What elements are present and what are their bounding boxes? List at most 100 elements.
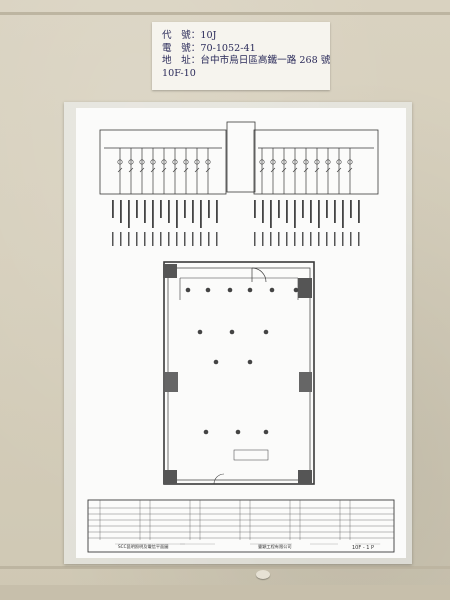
switch-symbol (172, 167, 178, 173)
branch-label-mark (192, 232, 194, 246)
address-row: 地 址：台中市烏日區高鐵一路 268 號 (162, 55, 330, 68)
switch-symbol (194, 167, 200, 173)
column-top-right (298, 278, 312, 298)
entry-door-arc (213, 473, 225, 485)
switch-symbol (336, 167, 342, 173)
switch-symbol (117, 167, 123, 173)
code-label: 代 號： (162, 30, 201, 41)
door-arc (251, 267, 267, 283)
branch-label-mark (136, 232, 138, 246)
branch-label-mark (160, 232, 162, 246)
branch-label-mark (318, 232, 320, 246)
branch-label-mark (160, 200, 162, 218)
breaker-symbol (259, 159, 265, 165)
branch-label-mark (294, 232, 296, 246)
column-mid-right (299, 372, 312, 392)
right-panel-box (253, 129, 379, 195)
switch-symbol (303, 167, 309, 173)
branch-label-mark (128, 200, 130, 228)
branch-label-mark (326, 232, 328, 246)
column-mid-left (165, 372, 178, 392)
branch-label-mark (152, 200, 154, 228)
breaker-symbol (270, 159, 276, 165)
inner-wall (167, 267, 311, 481)
branch-label-mark (168, 200, 170, 223)
branch-label-mark (302, 232, 304, 246)
switch-symbol (259, 167, 265, 173)
code-value: 10J (200, 30, 217, 41)
breaker-symbol (139, 159, 145, 165)
branch-label-mark (310, 232, 312, 246)
phone-value: 70-1052-41 (200, 42, 256, 54)
branch-label-mark (200, 200, 202, 228)
floor-plan (163, 261, 315, 485)
breaker-symbol (336, 159, 342, 165)
branch-label-mark (128, 232, 130, 246)
breaker-symbol (281, 159, 287, 165)
light-fixture (227, 287, 233, 293)
branch-label-mark (216, 232, 218, 246)
wall-baseboard (0, 585, 450, 600)
branch-circuit-labels (112, 200, 360, 246)
switch-symbol (314, 167, 320, 173)
switch-symbol (183, 167, 189, 173)
branch-label-mark (262, 200, 264, 223)
light-fixture (185, 287, 191, 293)
light-fixtures (185, 287, 299, 435)
branch-label-mark (286, 200, 288, 223)
connector-box (226, 121, 256, 193)
branch-label-mark (136, 200, 138, 218)
breaker-symbol (172, 159, 178, 165)
address-label-card: 代 號：10J 電 號：70-1052-41 地 址：台中市烏日區高鐵一路 26… (152, 22, 330, 90)
switch-symbol (281, 167, 287, 173)
branch-label-mark (184, 200, 186, 218)
company-name: 豐穎工程有限公司 (258, 543, 292, 550)
branch-label-mark (254, 200, 256, 218)
address-label: 地 址： (162, 55, 201, 66)
address-value: 台中市烏日區高鐵一路 268 號 (200, 55, 331, 66)
switch-symbol (292, 167, 298, 173)
light-fixture (247, 359, 253, 365)
breaker-symbol (183, 159, 189, 165)
branch-label-mark (302, 200, 304, 218)
breaker-symbol (292, 159, 298, 165)
branch-label-mark (120, 232, 122, 246)
breaker-symbol (117, 159, 123, 165)
branch-label-mark (358, 200, 360, 223)
switch-symbol (325, 167, 331, 173)
phone-label: 電 號： (162, 42, 201, 54)
code-row: 代 號：10J (162, 30, 330, 43)
address-line2: 10F-10 (162, 67, 196, 79)
right-branch-circuits (259, 148, 353, 194)
switch-symbol (347, 167, 353, 173)
breaker-symbol (205, 159, 211, 165)
switch-symbol (128, 167, 134, 173)
light-fixture (247, 287, 253, 293)
branch-label-mark (262, 232, 264, 246)
breaker-symbol (194, 159, 200, 165)
branch-label-mark (208, 232, 210, 246)
branch-label-mark (318, 200, 320, 228)
drawing-title: SCC昆明照明及電信平面圖 (118, 543, 168, 550)
branch-label-mark (286, 232, 288, 246)
left-panel-box (99, 129, 227, 195)
light-fixture (263, 429, 269, 435)
breaker-symbol (303, 159, 309, 165)
breaker-symbol (314, 159, 320, 165)
branch-label-mark (144, 200, 146, 223)
branch-label-mark (294, 200, 296, 228)
phone-row: 電 號：70-1052-41 (162, 43, 330, 56)
breaker-symbol (161, 159, 167, 165)
branch-label-mark (184, 232, 186, 246)
branch-label-mark (112, 232, 114, 246)
light-fixture (229, 329, 235, 335)
branch-label-mark (310, 200, 312, 223)
breaker-symbol (325, 159, 331, 165)
light-fixture (235, 429, 241, 435)
column-bottom-right (298, 470, 312, 484)
column-top-left (163, 264, 177, 278)
switch-symbol (161, 167, 167, 173)
left-branch-circuits (117, 148, 211, 194)
branch-label-mark (176, 232, 178, 246)
branch-label-mark (334, 200, 336, 223)
